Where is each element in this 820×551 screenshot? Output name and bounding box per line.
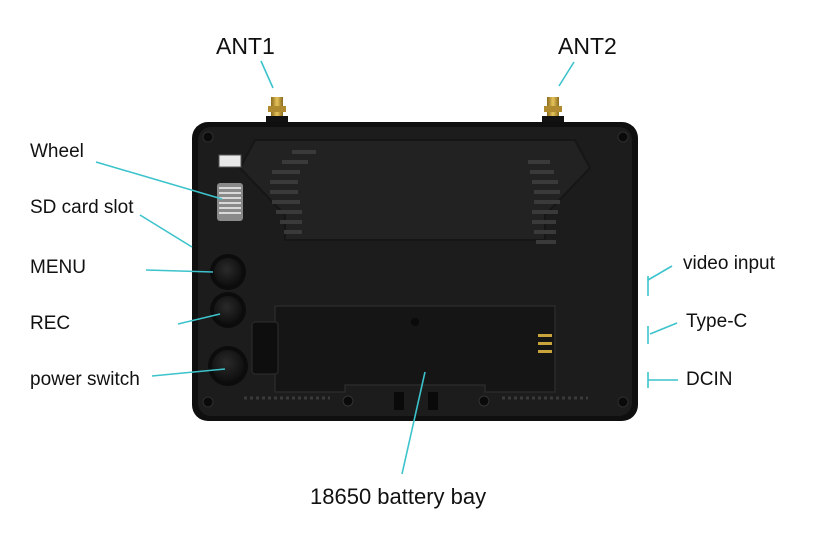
menu-button bbox=[210, 254, 246, 290]
antenna-connector-ant1 bbox=[266, 97, 288, 124]
leader-line-ant2 bbox=[558, 61, 575, 87]
leader-line-ant1 bbox=[260, 60, 274, 89]
leader-line-video-input bbox=[647, 265, 673, 281]
wheel-label: Wheel bbox=[30, 141, 84, 162]
antenna-connector-ant2 bbox=[542, 97, 564, 124]
leader-line-menu bbox=[145, 269, 214, 273]
menu-label: MENU bbox=[30, 257, 86, 278]
type-c-label: Type-C bbox=[686, 311, 748, 332]
sd-card-slot-label: SD card slot bbox=[30, 197, 134, 218]
vent-right bbox=[528, 160, 560, 244]
leader-line-power-switch bbox=[151, 368, 226, 377]
leader-line-battery-bay bbox=[401, 371, 426, 475]
battery-bay bbox=[251, 305, 556, 410]
video-input-label: video input bbox=[683, 253, 775, 274]
power-switch-label: power switch bbox=[30, 369, 140, 390]
dcin-label: DCIN bbox=[686, 369, 733, 390]
leader-line-rec bbox=[177, 313, 221, 325]
leader-line-sd-card-slot bbox=[139, 214, 193, 248]
rec-button bbox=[210, 292, 246, 328]
battery-bay-label: 18650 battery bay bbox=[310, 484, 487, 509]
ant1-label: ANT1 bbox=[216, 33, 275, 59]
leader-line-type-c bbox=[649, 322, 678, 335]
vent-left bbox=[270, 150, 316, 234]
ant2-label: ANT2 bbox=[558, 33, 617, 59]
power-switch-button bbox=[208, 346, 248, 386]
scroll-wheel bbox=[217, 154, 243, 221]
rec-label: REC bbox=[30, 313, 71, 334]
leader-line-wheel bbox=[95, 161, 223, 200]
